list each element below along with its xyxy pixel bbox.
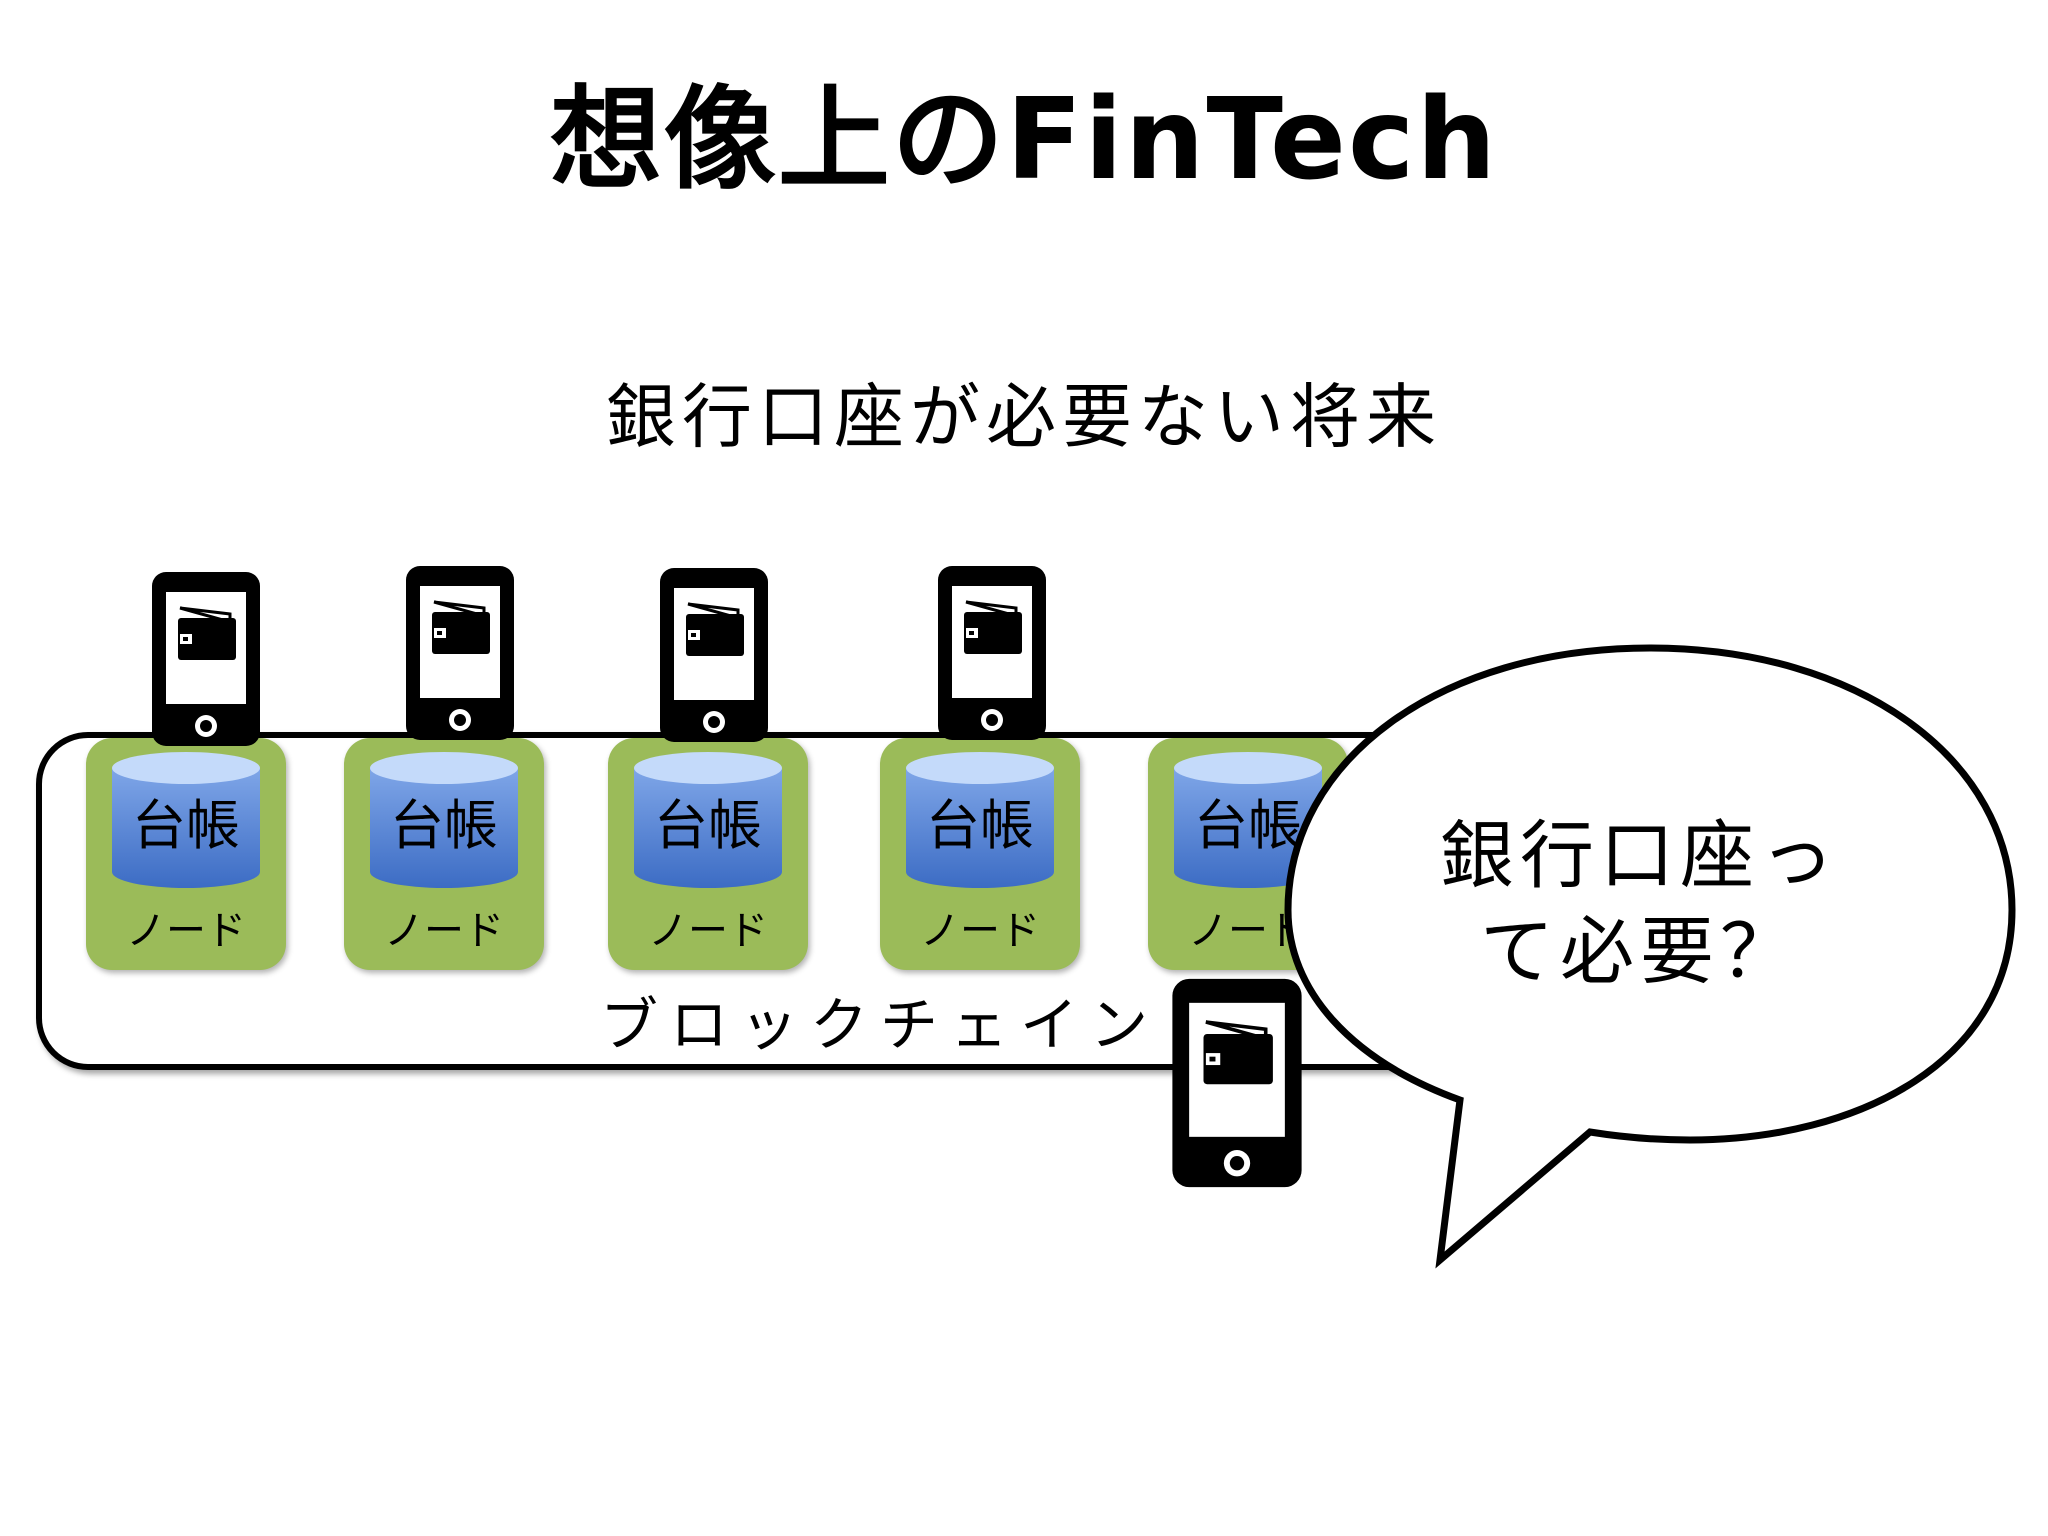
blockchain-label: ブロックチェイン [599,991,1160,1059]
speech-bubble-line-2: て必要？ [1480,909,1800,995]
ledger-label: 台帳 [1194,794,1302,857]
speech-bubble-text: 銀行口座っ て必要？ [1380,808,1900,1000]
ledger-database-icon: 台帳 [110,750,262,890]
smartphone-wallet-icon [404,564,516,742]
node-4: 台帳 ノード [880,738,1080,970]
ledger-label: 台帳 [654,794,762,857]
smartphone-wallet-icon [1170,976,1304,1190]
node-2: 台帳 ノード [344,738,544,970]
ledger-label: 台帳 [390,794,498,857]
slide-title: 想像上のFinTech [549,75,1499,205]
node-1: 台帳 ノード [86,738,286,970]
speech-bubble-line-1: 銀行口座っ [1440,813,1840,899]
node-label: ノード [920,908,1040,954]
smartphone-wallet-icon [150,570,262,748]
node-label: ノード [384,908,504,954]
node-label: ノード [126,908,246,954]
ledger-database-icon: 台帳 [1172,750,1324,890]
ledger-database-icon: 台帳 [632,750,784,890]
node-label: ノード [648,908,768,954]
ledger-database-icon: 台帳 [904,750,1056,890]
slide-subtitle: 銀行口座が必要ない将来 [606,376,1442,458]
node-5: 台帳 ノード [1148,738,1348,970]
smartphone-wallet-icon [658,566,770,744]
node-3: 台帳 ノード [608,738,808,970]
ledger-database-icon: 台帳 [368,750,520,890]
speech-bubble [1284,644,2016,1269]
ledger-label: 台帳 [926,794,1034,857]
ledger-label: 台帳 [132,794,240,857]
smartphone-wallet-icon [936,564,1048,742]
